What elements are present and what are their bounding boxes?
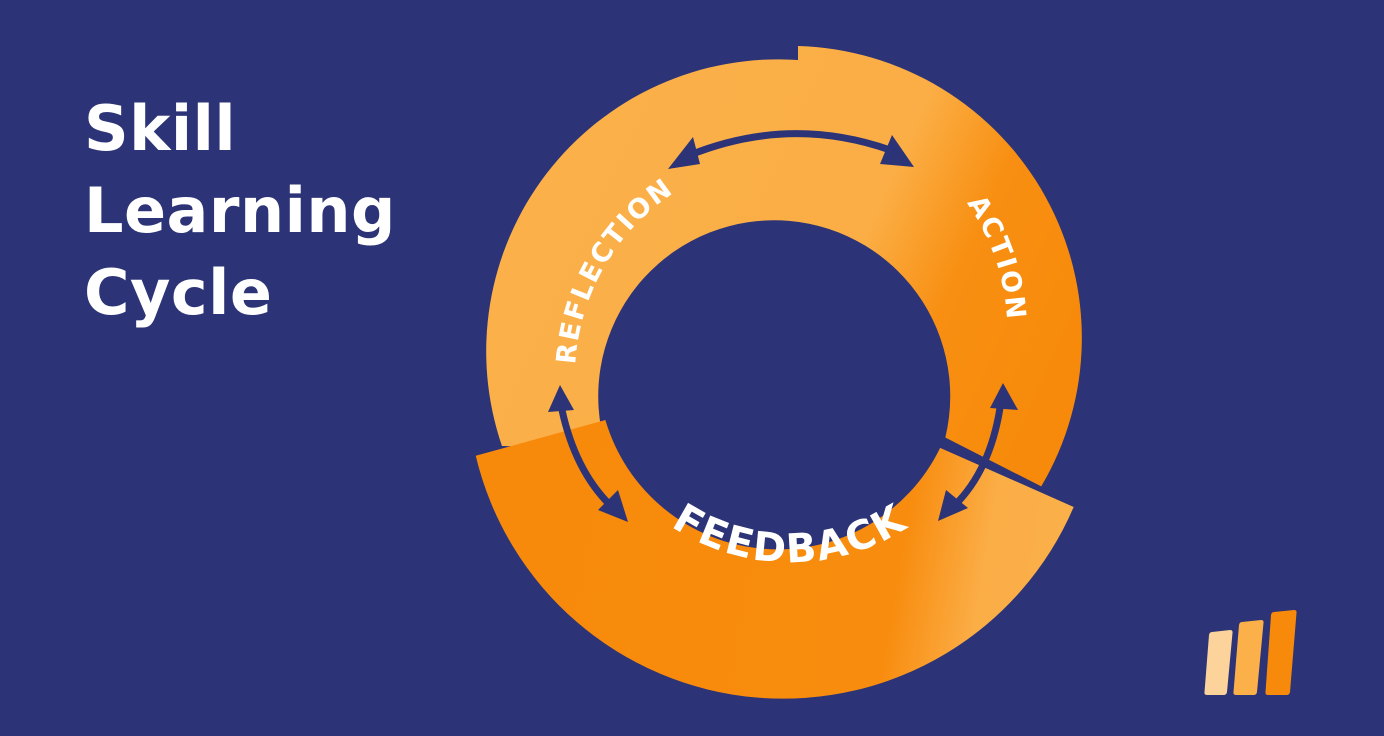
logo-bar-2 <box>1233 620 1264 695</box>
title-line-3: Cycle <box>84 256 273 329</box>
page-title: Skill Learning Cycle <box>84 88 396 334</box>
logo-bar-1 <box>1204 630 1233 695</box>
arrow-feedback-reflection <box>548 385 628 522</box>
ring-segment-feedback <box>475 420 1074 699</box>
arrow-action-feedback <box>938 383 1018 521</box>
title-line-2: Learning <box>84 174 396 247</box>
logo-bar-3 <box>1265 610 1297 695</box>
ring-segment-top <box>486 46 1082 487</box>
arrow-reflection-action <box>668 130 914 169</box>
title-line-1: Skill <box>84 92 237 165</box>
brand-logo-icon <box>1204 610 1297 695</box>
